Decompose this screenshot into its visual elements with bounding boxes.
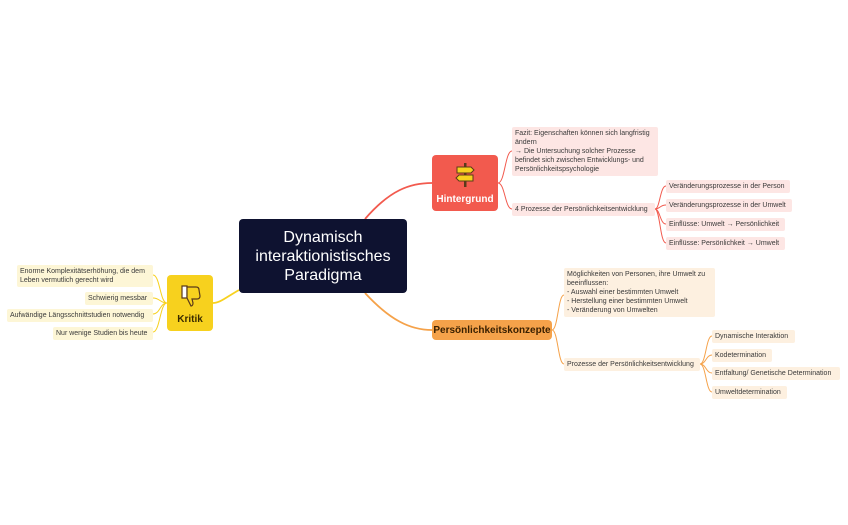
konzepte-prozess-item[interactable]: Dynamische Interaktion [712, 330, 795, 343]
konzepte-prozess-item[interactable]: Entfaltung/ Genetische Determination [712, 367, 840, 380]
konzepte-prozesse[interactable]: Prozesse der Persönlichkeitsentwicklung [564, 358, 700, 371]
central-topic[interactable]: Dynamisch interaktionistisches Paradigma [239, 219, 407, 293]
kritik-item[interactable]: Aufwändige Längsschnittstudien notwendig [7, 309, 153, 322]
branch-persoenlichkeitskonzepte[interactable]: Persönlichkeitskonzepte [432, 320, 552, 340]
branch-hintergrund-label: Hintergrund [436, 194, 494, 205]
thumbs-down-icon [181, 285, 201, 307]
signpost-icon [455, 163, 475, 187]
konzepte-moeglichkeiten[interactable]: Möglichkeiten von Personen, ihre Umwelt … [564, 268, 715, 317]
kritik-item[interactable]: Schwierig messbar [85, 292, 153, 305]
branch-kritik[interactable]: Kritik [167, 275, 213, 331]
konzepte-prozess-item[interactable]: Umweltdetermination [712, 386, 787, 399]
hintergrund-prozesse[interactable]: 4 Prozesse der Persönlichkeitsentwicklun… [512, 203, 655, 216]
branch-kritik-label: Kritik [177, 314, 203, 325]
hintergrund-prozess-item[interactable]: Veränderungsprozesse in der Umwelt [666, 199, 792, 212]
kritik-item[interactable]: Nur wenige Studien bis heute [53, 327, 153, 340]
hintergrund-fazit[interactable]: Fazit: Eigenschaften können sich langfri… [512, 127, 658, 176]
hintergrund-prozess-item[interactable]: Einflüsse: Umwelt → Persönlichkeit [666, 218, 785, 231]
branch-hintergrund[interactable]: Hintergrund [432, 155, 498, 211]
hintergrund-prozess-item[interactable]: Einflüsse: Persönlichkeit → Umwelt [666, 237, 785, 250]
hintergrund-prozess-item[interactable]: Veränderungsprozesse in der Person [666, 180, 790, 193]
kritik-item[interactable]: Enorme Komplexitätserhöhung, die dem Leb… [17, 265, 153, 287]
konzepte-prozess-item[interactable]: Kodetermination [712, 349, 772, 362]
